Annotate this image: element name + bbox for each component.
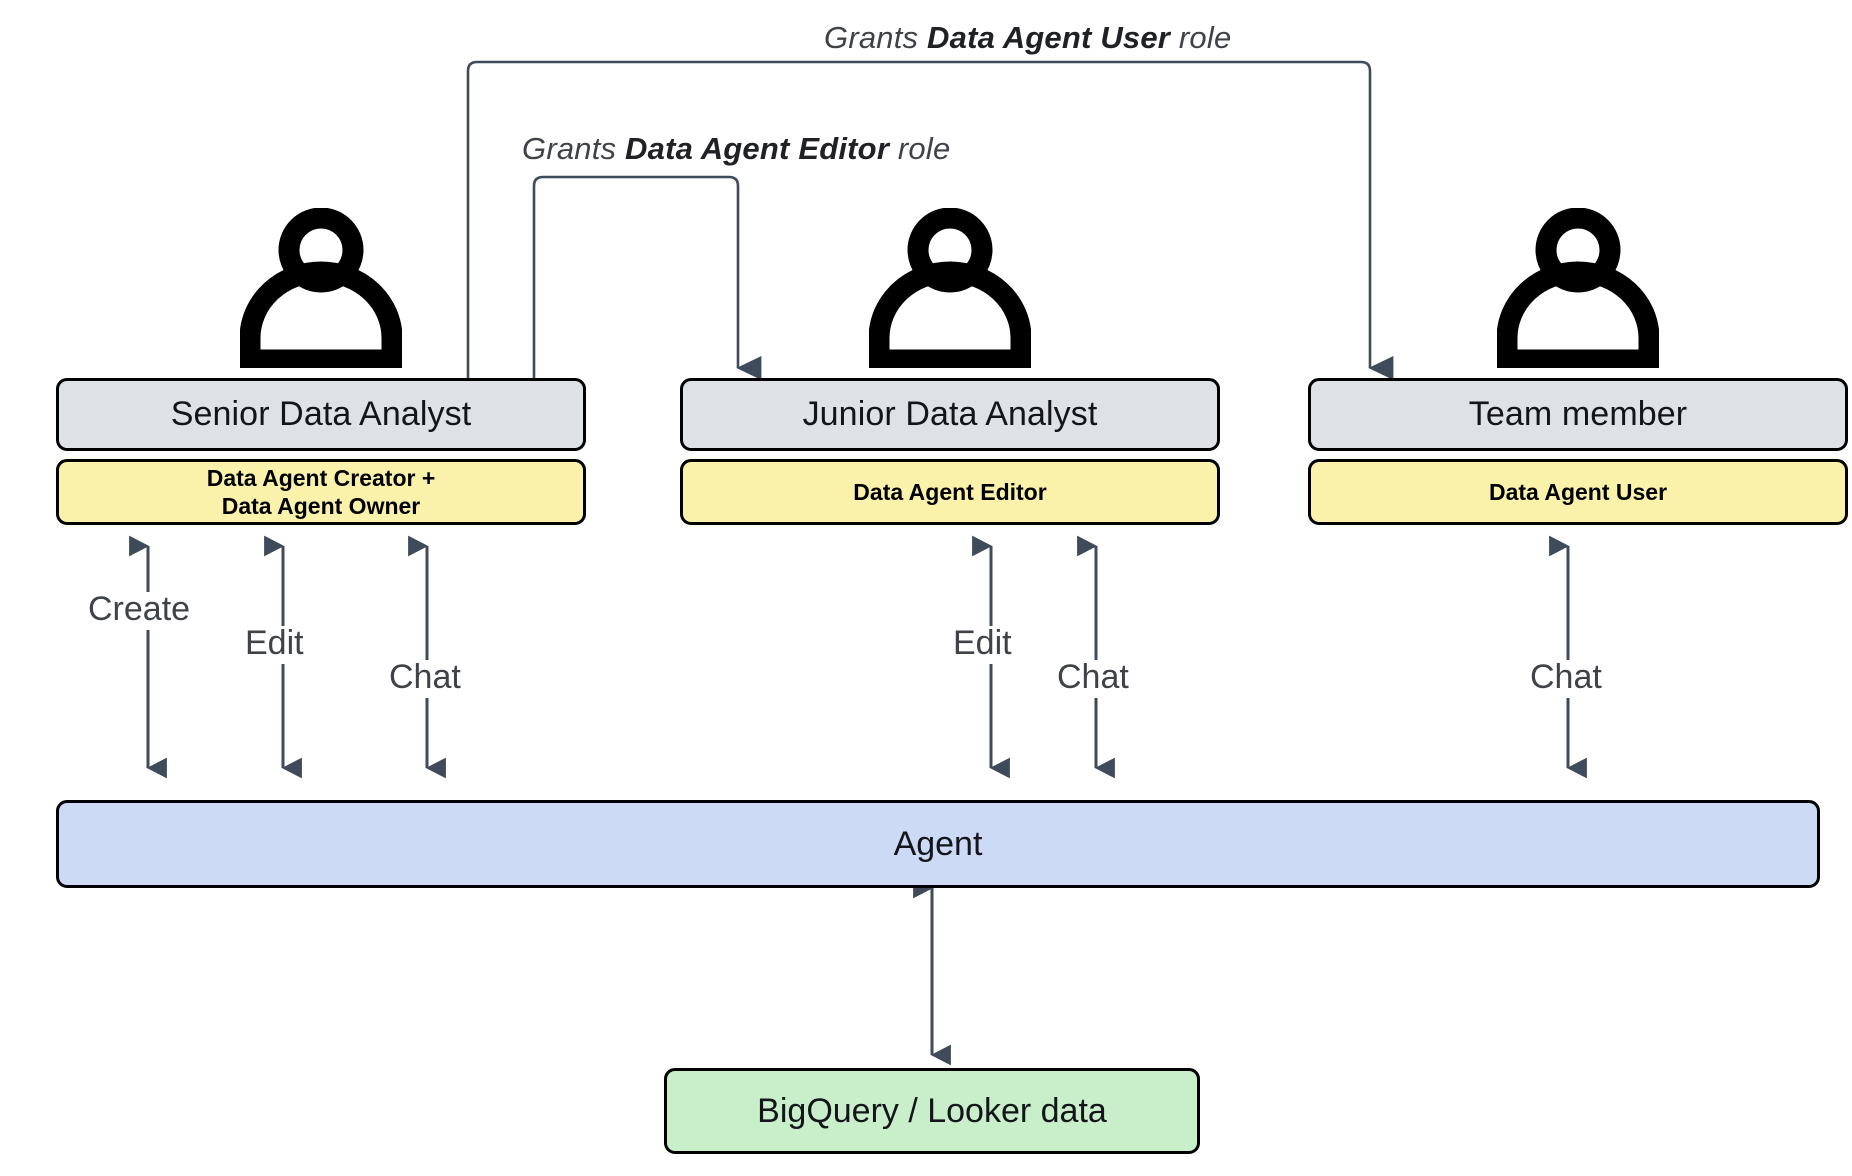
person-icon [1497,208,1659,368]
flow-label-junior-chat: Chat [1053,659,1133,696]
flow-label-senior-create: Create [84,591,195,628]
flow-label-junior-edit: Edit [949,625,1016,662]
permission-text-senior: Data Agent Creator + Data Agent Owner [207,464,436,520]
grant-label-data-agent-editor: Grants Data Agent Editor role [522,131,950,167]
role-box-senior-data-analyst[interactable]: Senior Data Analyst [56,378,586,451]
grant-label-data-agent-user: Grants Data Agent User role [824,20,1231,56]
person-icon [869,208,1031,368]
grant-editor-suffix: role [889,131,951,166]
datastore-box[interactable]: BigQuery / Looker data [664,1068,1200,1154]
grant-editor-prefix: Grants [522,131,626,166]
flow-label-team-chat: Chat [1526,659,1606,696]
permission-line-2: Data Agent Owner [221,493,421,519]
permission-box-team-member[interactable]: Data Agent User [1308,459,1848,525]
grant-user-role: Data Agent User [927,20,1171,55]
grant-user-prefix: Grants [824,20,928,55]
role-box-junior-data-analyst[interactable]: Junior Data Analyst [680,378,1220,451]
grant-editor-role: Data Agent Editor [625,131,890,166]
grant-user-suffix: role [1170,20,1232,55]
person-icon [240,208,402,368]
permission-line-1: Data Agent Creator + [206,464,436,491]
permission-box-junior-data-analyst[interactable]: Data Agent Editor [680,459,1220,525]
permission-box-senior-data-analyst[interactable]: Data Agent Creator + Data Agent Owner [56,459,586,525]
role-box-team-member[interactable]: Team member [1308,378,1848,451]
agent-bar[interactable]: Agent [56,800,1820,888]
connector-grant-editor [532,175,762,380]
flow-label-senior-chat: Chat [385,659,465,696]
flow-label-senior-edit: Edit [241,625,308,662]
